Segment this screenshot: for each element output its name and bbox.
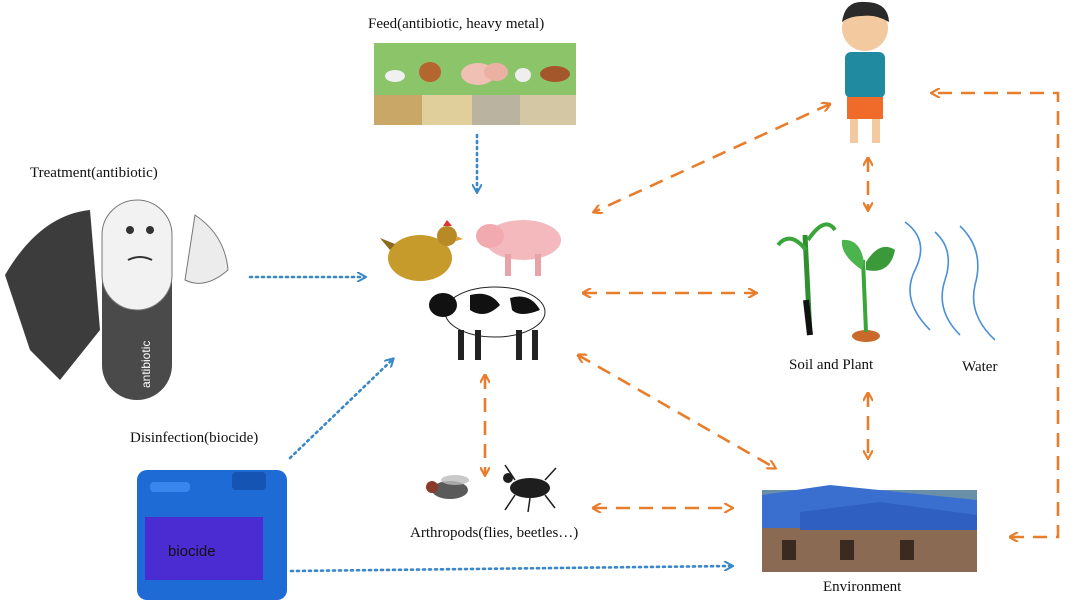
- water-image: [904, 221, 996, 341]
- canister-text: biocide: [168, 543, 216, 560]
- environment-image: [762, 485, 977, 572]
- human-image: [842, 1, 889, 143]
- treatment-label: Treatment(antibiotic): [30, 165, 158, 181]
- dotted-arrows: [248, 133, 732, 573]
- biocide-canister-image: biocide: [137, 470, 287, 600]
- environment-label: Environment: [823, 579, 902, 595]
- human-animals-arrow: [594, 104, 830, 212]
- feed-label: Feed(antibiotic, heavy metal): [368, 16, 545, 32]
- farm-animals-image: [380, 220, 561, 360]
- soil-plant-label: Soil and Plant: [789, 357, 874, 373]
- disinfection-label: Disinfection(biocide): [130, 430, 259, 446]
- plant-image: [776, 222, 895, 342]
- animals-environment-arrow: [578, 355, 775, 468]
- disinfection-to-environment-arrow: [289, 566, 732, 573]
- arthropods-image: [426, 464, 557, 513]
- pill-text: antibiotic: [139, 341, 153, 388]
- feed-image: [374, 43, 576, 125]
- environment-human-loop-arrow: [932, 93, 1060, 537]
- antibiotic-pill-image: antibiotic: [5, 199, 229, 400]
- arthropods-label: Arthropods(flies, beetles…): [410, 525, 579, 541]
- disinfection-to-animals-arrow: [288, 359, 393, 460]
- dashed-arrows: [485, 93, 1060, 537]
